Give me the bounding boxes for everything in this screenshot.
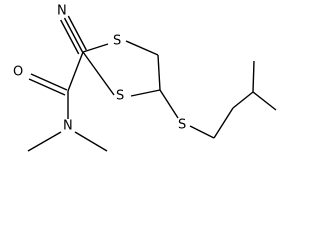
c2-to-carbonyl-bond [67, 51, 84, 92]
ch2-to-ch-bond [232, 91, 254, 109]
chemical-structure-diagram: N O S S N S [13, 4, 277, 152]
atom-label-cyano-n: N [57, 4, 67, 19]
ring-c2-s1-bond [82, 43, 109, 53]
ring-c4-s3-bond [130, 89, 161, 97]
ring-s1-c5-bond [125, 40, 159, 56]
ch-to-methyl-right-bond [252, 91, 277, 111]
atom-label-ring-s-top: S [113, 34, 121, 49]
ring-s3-c2-bond [82, 51, 115, 96]
ch-to-methyl-top-bond [252, 60, 255, 93]
atom-label-amide-n: N [63, 119, 73, 134]
n-methyl-right-bond [74, 131, 108, 152]
carbonyl-double-bond [28, 73, 68, 96]
ch2-to-ch2-bond [213, 107, 234, 139]
atom-label-ring-s-bottom: S [116, 89, 124, 104]
atom-label-thioether-s: S [178, 118, 186, 133]
atom-label-carbonyl-o: O [13, 65, 23, 80]
s-to-ch2-bond [189, 125, 215, 139]
structure-canvas: N O S S N S [13, 4, 277, 152]
ring-c5-c4-bond [157, 54, 161, 91]
nitrile-triple-bond [60, 15, 87, 55]
n-methyl-left-bond [27, 131, 62, 152]
c4-to-thioether-s-bond [159, 89, 179, 119]
